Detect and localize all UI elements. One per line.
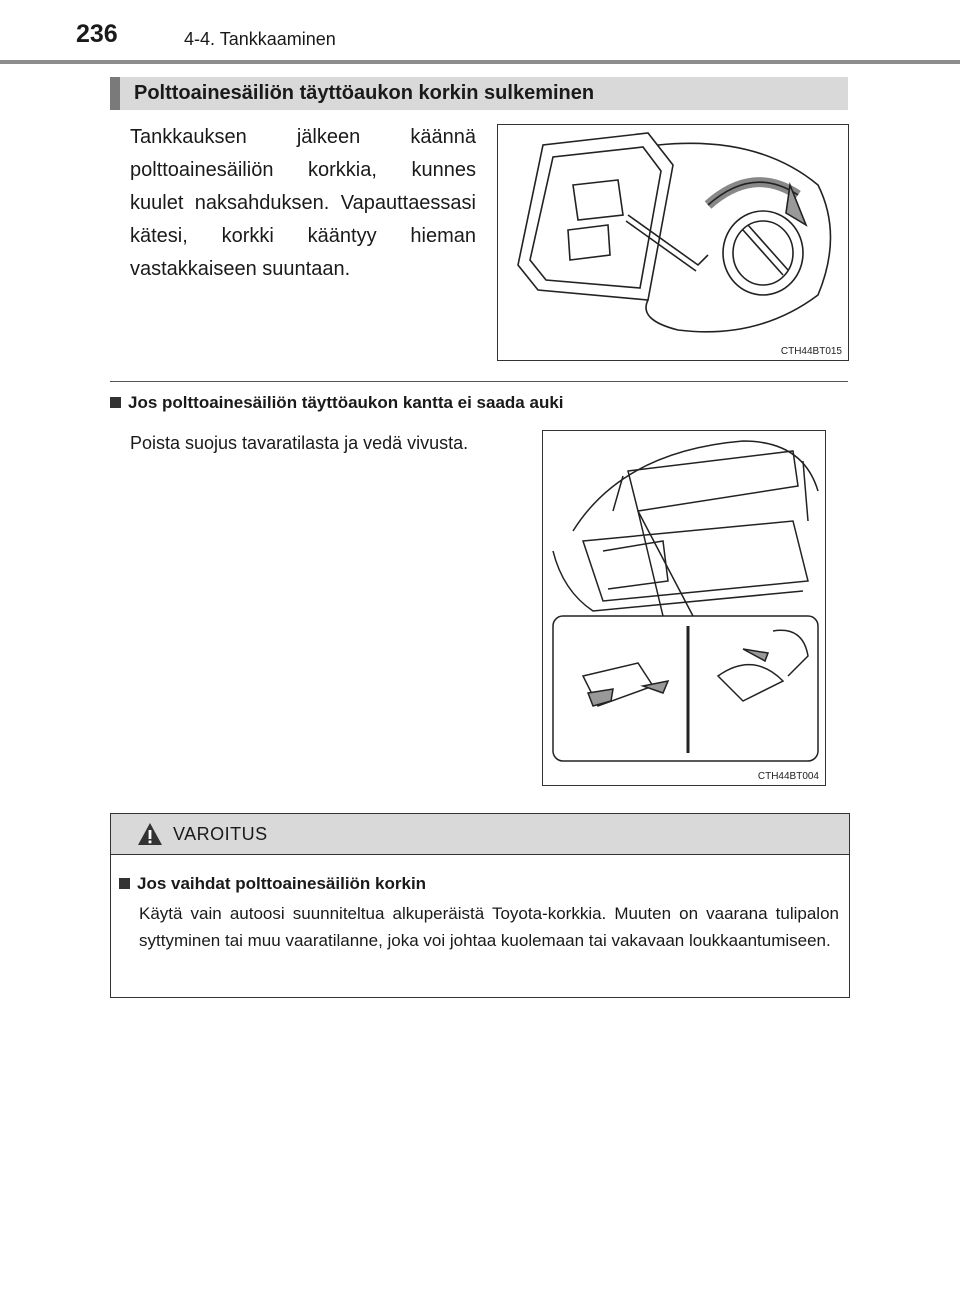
trunk-lever-illustration: CTH44BT004 xyxy=(542,430,826,786)
bullet-square-icon xyxy=(110,397,121,408)
bullet-square-icon xyxy=(119,878,130,889)
page-number: 236 xyxy=(76,20,118,48)
figure-code: CTH44BT004 xyxy=(757,771,819,782)
fuel-cap-drawing xyxy=(517,132,832,333)
section-divider xyxy=(110,381,848,382)
subsection-title: Jos polttoainesäiliön täyttöaukon kantta… xyxy=(128,393,564,412)
running-head: 4-4. Tankkaaminen xyxy=(184,29,336,49)
fuel-cap-instruction: Tankkauksen jälkeen käännä polttoainesäi… xyxy=(130,126,476,280)
figure-code: CTH44BT015 xyxy=(780,346,842,357)
section-bar-accent xyxy=(110,77,120,110)
trunk-lever-drawing xyxy=(552,440,819,762)
fuel-cap-illustration: CTH44BT015 xyxy=(497,124,849,361)
subsection-heading: Jos polttoainesäiliön täyttöaukon kantta… xyxy=(110,393,564,413)
section-title-bar: Polttoainesäiliön täyttöaukon korkin sul… xyxy=(110,77,848,110)
warning-subheading: Jos vaihdat polttoainesäiliön korkin xyxy=(119,874,426,894)
header-rule xyxy=(0,60,960,64)
warning-box: VAROITUS Jos vaihdat polttoainesäiliön k… xyxy=(110,813,850,998)
warning-triangle-icon xyxy=(138,823,162,845)
section-title: Polttoainesäiliön täyttöaukon korkin sul… xyxy=(134,82,595,104)
warning-text: Käytä vain autoosi suunniteltua alkuperä… xyxy=(139,904,839,950)
release-lever-instruction: Poista suojus tavaratilasta ja vedä vivu… xyxy=(130,433,469,453)
warning-header: VAROITUS xyxy=(111,814,849,855)
warning-subhead-text: Jos vaihdat polttoainesäiliön korkin xyxy=(137,874,427,893)
warning-label: VAROITUS xyxy=(173,823,268,844)
